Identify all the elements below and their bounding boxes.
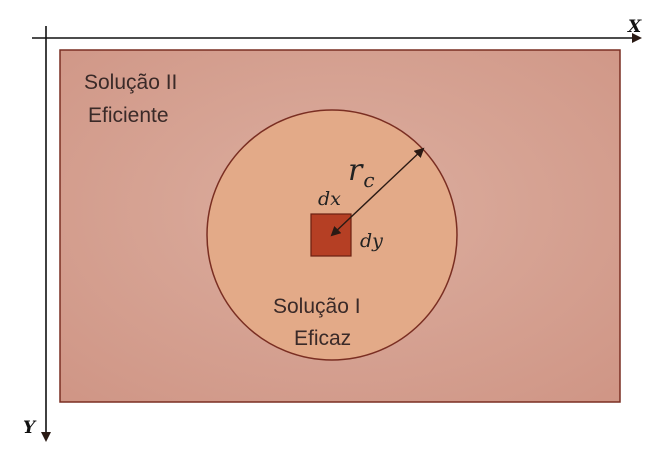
radius-subscript: c [363,168,374,192]
outer-region-subtitle: Eficiente [88,104,169,127]
dx-label: dx [318,188,341,210]
y-axis-label: Y [23,418,37,438]
radius-label: rc [348,153,375,192]
radius-symbol: r [348,153,364,188]
differential-element [310,213,352,257]
dy-label: dy [360,230,383,252]
inner-region-title: Solução I [273,295,361,318]
outer-region-title: Solução II [84,71,177,94]
radius-arrow [330,147,425,237]
inner-region-subtitle: Eficaz [294,327,351,350]
x-axis-label: X [627,17,642,37]
